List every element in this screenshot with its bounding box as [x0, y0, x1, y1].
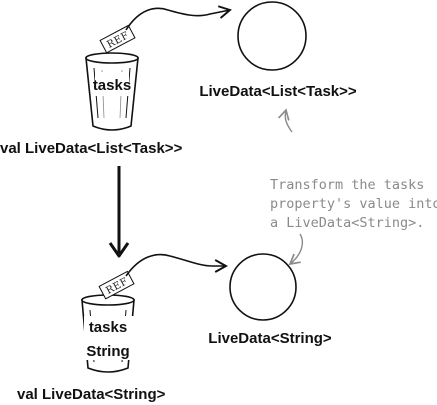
bottom-glass-label-line2: String: [86, 343, 129, 360]
top-variable-label: val LiveData<List<Task>>: [0, 140, 183, 157]
bottom-livedata-object: [229, 253, 297, 321]
bottom-variable-label: val LiveData<String>: [17, 386, 166, 403]
annotation-text: Transform the tasks property's value int…: [270, 177, 437, 231]
bottom-glass-label-line1: tasks: [89, 319, 127, 336]
bottom-reference-arrow: [125, 253, 228, 277]
top-reference-glass: tasks: [85, 52, 139, 131]
annotation-line-1: Transform the tasks: [270, 177, 424, 193]
bottom-reference-glass: tasks String: [81, 294, 135, 373]
top-reference-arrow: [125, 5, 232, 31]
top-object-label: LiveData<List<Task>>: [199, 83, 357, 100]
annotation-arrow-down: [288, 233, 304, 266]
top-livedata-object: [237, 1, 307, 71]
top-glass-label: tasks: [93, 77, 131, 94]
top-ref-tag: REF: [99, 24, 136, 54]
transform-down-arrowhead: [108, 242, 130, 258]
annotation-line-2: property's value into: [270, 196, 437, 212]
annotation-line-3: a LiveData<String>.: [270, 215, 424, 231]
annotation-arrow-up: [278, 108, 293, 133]
bottom-object-label: LiveData<String>: [208, 330, 332, 347]
top-ref-label: REF: [105, 30, 131, 51]
bottom-ref-label: REF: [104, 276, 130, 297]
